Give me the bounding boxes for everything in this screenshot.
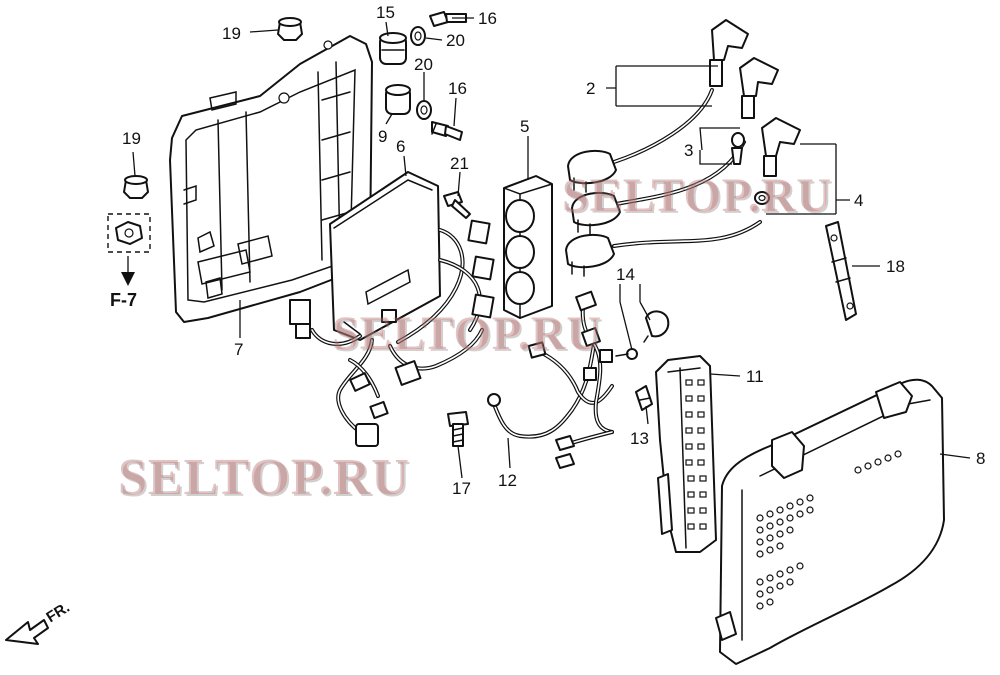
callout-17: 17 xyxy=(452,479,471,498)
coil-holder-5 xyxy=(503,175,553,319)
grommet-15 xyxy=(379,32,407,65)
callout-11: 11 xyxy=(746,367,764,386)
watermark-middle: SELTOP.RU xyxy=(332,307,603,360)
reference-label: F-7 xyxy=(110,290,137,310)
bolt-16-mid xyxy=(431,121,463,141)
callout-19-left: 19 xyxy=(122,129,141,148)
callout-16-mid: 16 xyxy=(448,79,467,98)
callout-6: 6 xyxy=(396,137,406,156)
bolt-16-top xyxy=(429,11,467,27)
front-direction-arrow xyxy=(5,619,49,645)
callout-15: 15 xyxy=(376,3,395,22)
reference-clip xyxy=(107,213,151,286)
washer-20-mid xyxy=(416,100,432,120)
cover-vent-holes xyxy=(756,450,902,610)
wire-harness-6 xyxy=(289,219,495,447)
cap-14 xyxy=(643,310,670,343)
bolt-17 xyxy=(447,411,469,447)
washer-20-top xyxy=(410,26,426,46)
callout-5: 5 xyxy=(520,117,530,136)
grommet-9 xyxy=(385,84,411,115)
callout-16-top: 16 xyxy=(478,9,497,28)
bolt-21 xyxy=(443,191,471,219)
callout-18: 18 xyxy=(886,257,905,276)
callout-4: 4 xyxy=(854,191,864,210)
callout-13: 13 xyxy=(630,429,649,448)
clip-13 xyxy=(635,385,653,411)
grommet-19-left xyxy=(123,175,149,199)
callout-19-top: 19 xyxy=(222,24,241,43)
cable-holder-11 xyxy=(655,355,717,553)
callout-8: 8 xyxy=(976,449,986,468)
cover-8 xyxy=(715,378,945,665)
callout-20-mid: 20 xyxy=(414,55,433,74)
control-unit-6 xyxy=(329,171,441,341)
callout-2: 2 xyxy=(586,79,596,98)
callout-7: 7 xyxy=(234,340,244,359)
callout-12: 12 xyxy=(498,471,517,490)
watermark-top: SELTOP.RU xyxy=(562,169,833,222)
holder-holes xyxy=(685,379,707,530)
ignition-coils-2 xyxy=(565,19,801,277)
watermark-bottom: SELTOP.RU xyxy=(118,449,410,506)
sub-harness-12 xyxy=(487,290,638,469)
callout-3: 3 xyxy=(684,141,694,160)
callout-14: 14 xyxy=(616,265,635,284)
seal-washer-4 xyxy=(754,191,770,205)
callout-9: 9 xyxy=(378,127,388,146)
grommet-19-top xyxy=(277,17,303,41)
leader-lines xyxy=(132,17,971,479)
cap-washer-3 xyxy=(731,132,745,165)
callout-21: 21 xyxy=(450,154,469,173)
callout-20-top: 20 xyxy=(446,31,465,50)
clip-strip-18 xyxy=(825,221,857,321)
